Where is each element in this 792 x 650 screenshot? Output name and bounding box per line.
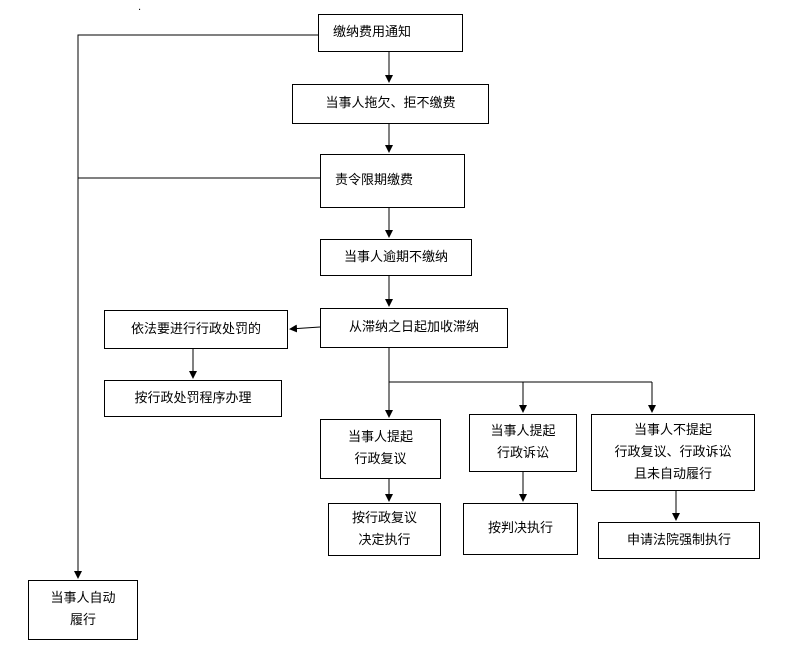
node-order-payment-label: 责令限期缴费 [335,173,414,188]
node-late-fee: 从滞纳之日起加收滞纳 [320,308,508,348]
node-judgment-execution-label: 按判决执行 [487,521,553,536]
node-default-refusal: 当事人拖欠、拒不缴费 [292,84,489,124]
line-notice-to-voluntary [74,34,318,579]
node-court-enforcement-label: 申请法院强制执行 [626,532,731,548]
node-penalty-procedure: 按行政处罚程序办理 [104,380,282,417]
node-payment-notice-label: 缴纳费用通知 [333,25,412,40]
node-no-action-label: 当事人不提起 行政复议、行政诉讼 且未自动履行 [614,422,732,482]
node-voluntary-performance-label: 当事人自动 履行 [50,591,116,628]
node-administrative-review-label: 当事人提起 行政复议 [347,430,413,467]
node-administrative-review: 当事人提起 行政复议 [320,419,441,479]
node-court-enforcement: 申请法院强制执行 [598,522,760,559]
node-order-payment: 责令限期缴费 [320,154,465,208]
node-review-decision: 按行政复议 决定执行 [328,503,441,556]
node-judgment-execution: 按判决执行 [463,503,578,555]
corner-mark: · [138,5,142,16]
node-no-action: 当事人不提起 行政复议、行政诉讼 且未自动履行 [591,414,755,491]
arrow-latefee-to-penalty [289,324,321,333]
node-late-fee-label: 从滞纳之日起加收滞纳 [348,320,479,335]
node-review-decision-label: 按行政复议 决定执行 [351,510,417,548]
node-administrative-penalty: 依法要进行行政处罚的 [104,310,288,349]
node-voluntary-performance: 当事人自动 履行 [28,580,138,640]
node-payment-notice: 缴纳费用通知 [318,14,463,52]
node-administrative-penalty-label: 依法要进行行政处罚的 [130,321,261,337]
node-administrative-litigation-label: 当事人提起 行政诉讼 [490,424,556,461]
node-overdue: 当事人逾期不缴纳 [320,239,472,276]
node-default-refusal-label: 当事人拖欠、拒不缴费 [325,96,456,111]
node-overdue-label: 当事人逾期不缴纳 [343,249,448,265]
node-penalty-procedure-label: 按行政处罚程序办理 [134,390,252,406]
node-administrative-litigation: 当事人提起 行政诉讼 [469,414,577,472]
